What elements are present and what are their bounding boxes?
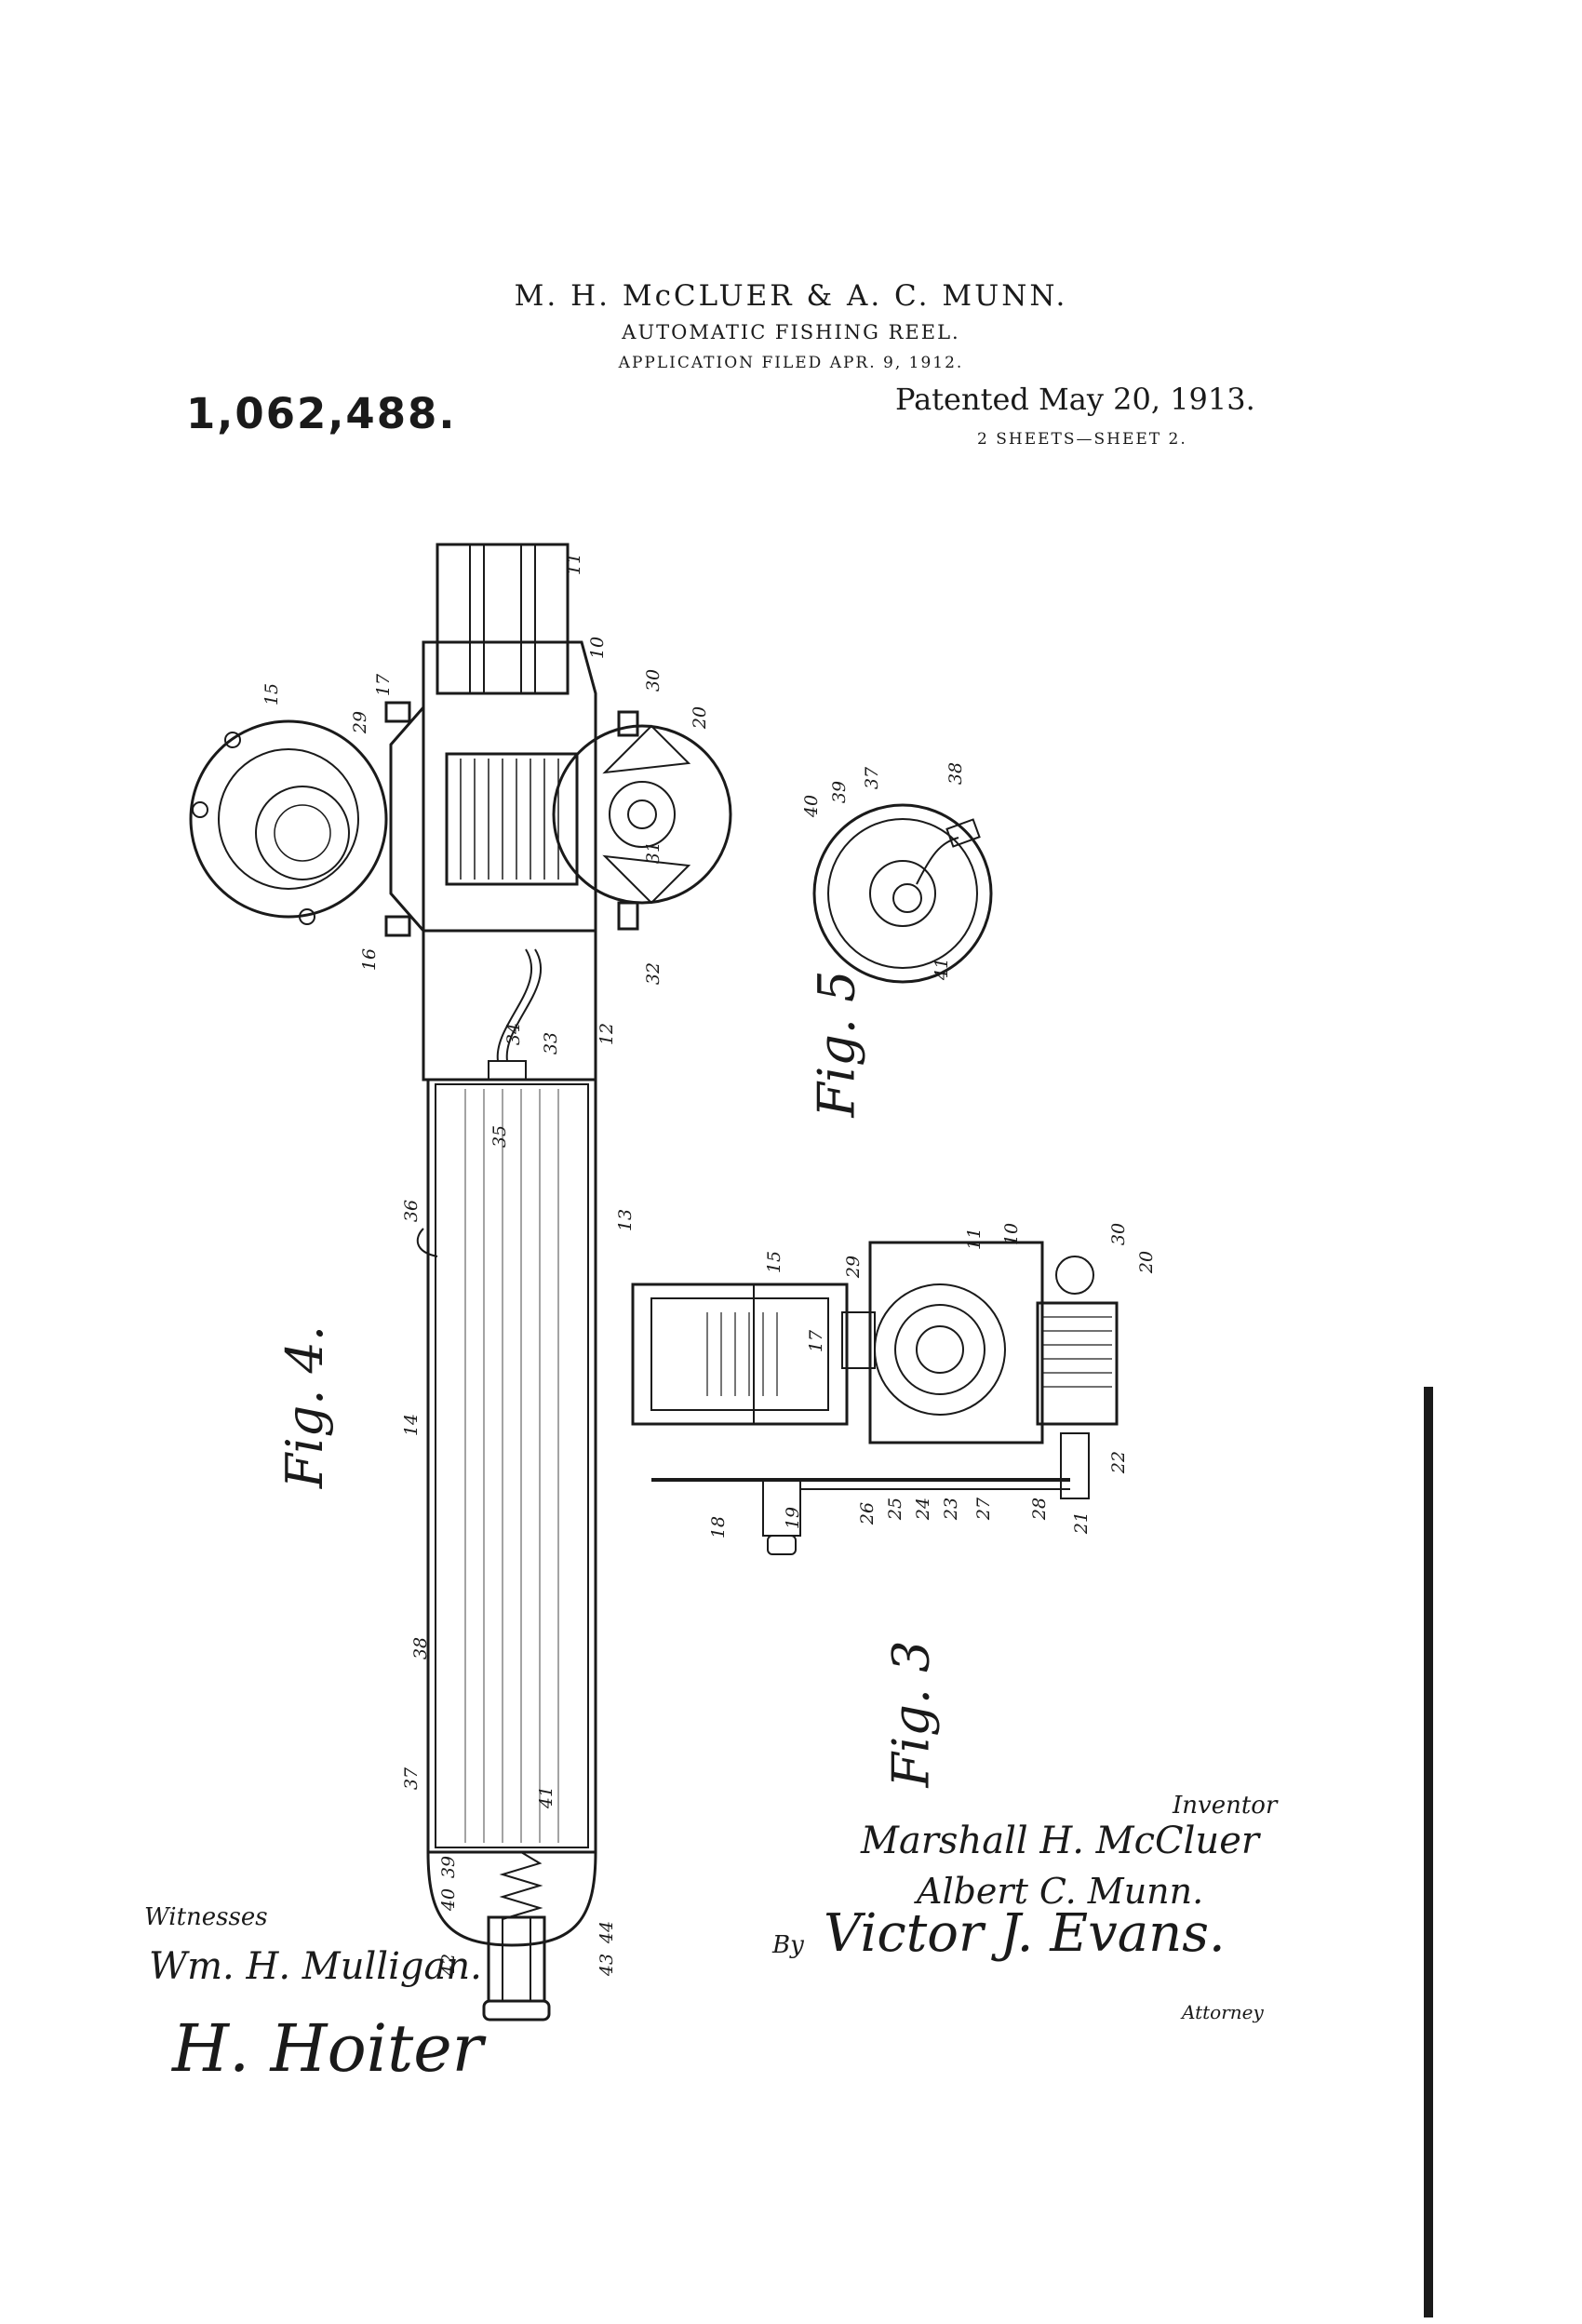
wire-31 [505,948,543,1062]
coil [445,752,579,886]
ref-41: 41 [536,1785,557,1809]
ref-20: 20 [690,705,711,730]
ref3-29: 29 [843,1255,865,1279]
ref-44: 44 [597,1920,618,1944]
ref-31-motor: 31 [643,840,664,865]
push-button [482,1999,551,2022]
ref3-19: 19 [783,1506,804,1530]
ref-14: 14 [401,1413,422,1437]
terminal-32 [617,901,639,931]
ref-36: 36 [401,1199,422,1223]
battery-tube [426,1078,597,1854]
patented-date: Patented May 20, 1913. [895,382,1255,417]
sheet-count: 2 SHEETS—SHEET 2. [977,430,1187,449]
ref5-37: 37 [862,766,883,790]
inventor-signature-1: Marshall H. McCluer [861,1820,1259,1862]
ref5-41: 41 [932,957,953,981]
ref3-30: 30 [1108,1222,1130,1246]
application-filed: APPLICATION FILED APR. 9, 1912. [618,354,964,372]
witness-signature-2: H. Hoiter [172,2010,484,2087]
edge-rule [1424,1387,1433,2317]
fig3-label: Fig. 3 [881,1640,941,1788]
ref3-11: 11 [964,1227,985,1251]
spring-41 [499,1851,543,1920]
ref-43: 43 [597,1953,618,1977]
spool-core [255,786,350,880]
ref5-40: 40 [801,794,823,818]
ref-32: 32 [643,961,664,986]
figure-5-drawing [812,803,993,984]
fig5-label: Fig. 5 [807,970,866,1118]
witnesses-heading: Witnesses [144,1903,268,1931]
ref3-18: 18 [708,1515,730,1539]
ref3-21: 21 [1071,1511,1093,1535]
inventor-signature-2: Albert C. Munn. [917,1871,1204,1912]
inventor-names: M. H. McCLUER & A. C. MUNN. [514,279,1068,313]
ref5-39: 39 [829,780,851,804]
ref3-10: 10 [1001,1222,1023,1246]
inventor-heading: Inventor [1173,1792,1278,1820]
ref-13: 13 [615,1208,637,1232]
ref3-15: 15 [764,1250,785,1274]
ref3-22: 22 [1108,1450,1130,1474]
attorney-label: Attorney [1182,2001,1264,2023]
end-cap [426,1851,597,1947]
witness-signature-1: Wm. H. Mulligan. [149,1945,482,1988]
ref-11: 11 [564,552,585,576]
motor-20 [1036,1301,1119,1426]
ref3-23: 23 [941,1497,962,1521]
side-body [389,706,425,932]
ref-37: 37 [401,1767,422,1791]
clip-36 [416,1228,438,1257]
figure-3-drawing [631,1241,1119,1555]
ref3-28: 28 [1029,1497,1051,1521]
ref3-24: 24 [913,1497,934,1521]
casing-12 [422,929,597,1081]
ref3-26: 26 [857,1501,878,1525]
ref-38: 38 [410,1636,432,1660]
ref-16: 16 [359,947,381,972]
ref-40: 40 [438,1887,460,1912]
ref-10: 10 [587,636,609,660]
switch-post [487,1915,546,2003]
by-label: By [772,1931,804,1959]
gear-box-10 [868,1241,1044,1444]
terminal-30 [617,710,639,737]
patent-number: 1,062,488. [186,389,457,438]
battery-cell-14 [435,1083,589,1848]
ref-29: 29 [350,710,371,734]
motor-housing [552,724,732,905]
ref3-20: 20 [1136,1250,1158,1274]
ref-33: 33 [541,1031,562,1055]
ref-17: 17 [373,673,395,697]
ref-15: 15 [261,682,283,706]
line-spool-15 [189,719,388,919]
ref3-25: 25 [885,1497,906,1521]
attorney-signature: Victor J. Evans. [824,1903,1226,1964]
ref5-38: 38 [945,761,967,786]
crank-18 [767,1535,797,1555]
end-plate [812,803,993,984]
nozzle-tube [436,543,570,695]
ref-35: 35 [489,1124,511,1149]
invention-title: AUTOMATIC FISHING REEL. [622,321,960,343]
fig4-label: Fig. 4. [275,1324,335,1489]
ref-34: 34 [503,1022,525,1046]
head-casing [422,640,597,933]
ref-39: 39 [438,1855,460,1879]
figure-4-drawing [189,543,732,2022]
ref3-17: 17 [806,1329,827,1353]
ref-12: 12 [597,1022,618,1046]
ref-30: 30 [643,668,664,692]
spool-frame [631,1283,849,1426]
ref3-27: 27 [973,1497,995,1521]
